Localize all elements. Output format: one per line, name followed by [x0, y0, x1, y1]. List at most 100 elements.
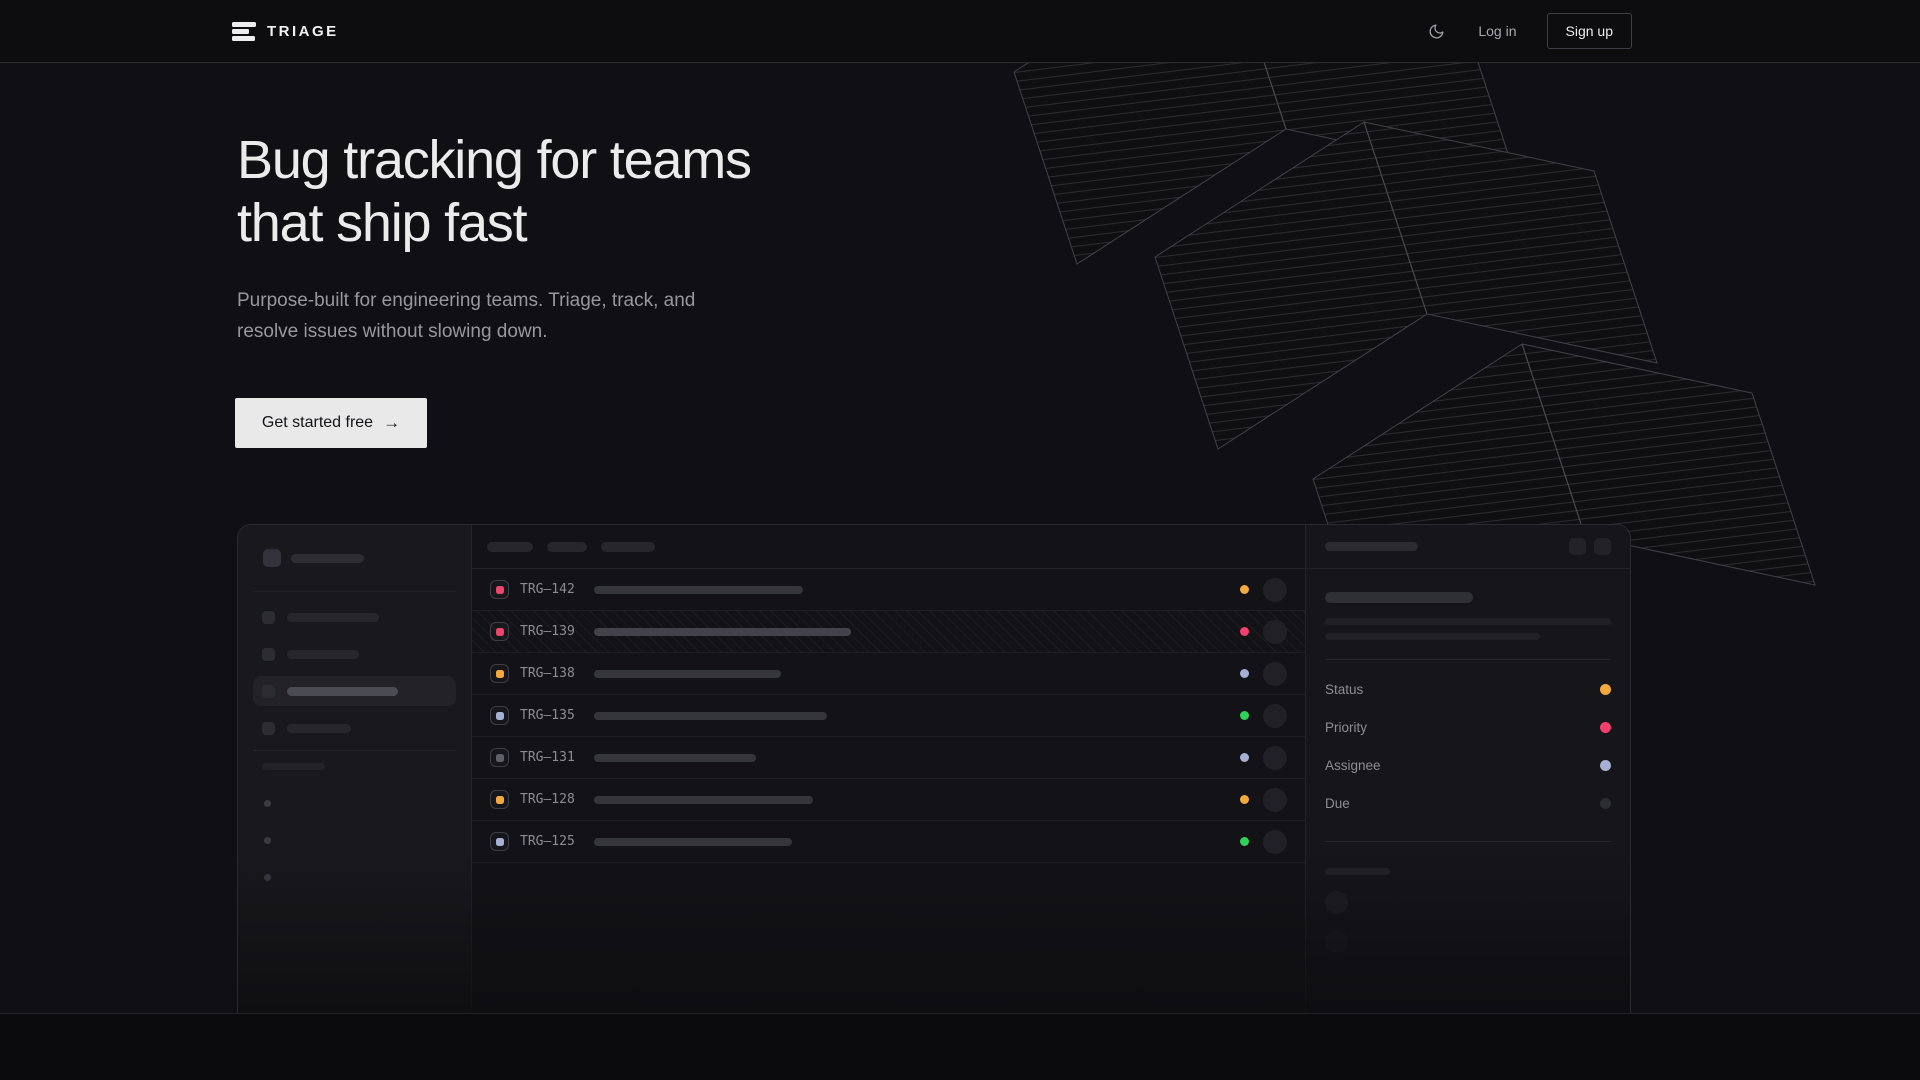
issue-row: TRG–139 [472, 611, 1305, 653]
status-dot [1240, 711, 1249, 720]
detail-fields: Status Priority Assignee Due [1325, 660, 1611, 822]
detail-action-button [1569, 538, 1586, 555]
issue-row: TRG–128 [472, 779, 1305, 821]
avatar [1263, 703, 1287, 728]
mockup-detail-body: Status Priority Assignee Due [1306, 569, 1630, 953]
issue-type-icon [490, 622, 509, 641]
skeleton-bar [1325, 633, 1540, 640]
skeleton-title-bar [594, 711, 827, 720]
skeleton-bar [1325, 868, 1390, 875]
issue-id: TRG–131 [520, 750, 575, 765]
issue-type-icon [490, 580, 509, 599]
issue-id: TRG–125 [520, 834, 575, 849]
status-dot [1240, 585, 1249, 594]
detail-field-status: Status [1325, 670, 1611, 708]
sidebar-item-icon [262, 684, 275, 698]
hero-subtext: Purpose-built for engineering teams. Tri… [237, 285, 695, 347]
skeleton-title-bar [594, 627, 851, 636]
sidebar-item-2 [253, 639, 456, 669]
headline-line-2: that ship fast [237, 193, 528, 253]
avatar [1263, 787, 1287, 812]
top-nav: TRIAGE Log in Sign up [0, 0, 1920, 63]
issue-id: TRG–128 [520, 792, 575, 807]
skeleton-bar [287, 649, 359, 659]
divider [253, 591, 456, 592]
field-value-dot [1600, 759, 1611, 771]
skeleton-bar [287, 723, 351, 733]
skeleton-bar [287, 686, 398, 696]
status-dot [1240, 795, 1249, 804]
brand[interactable]: TRIAGE [232, 21, 339, 41]
detail-field-assignee: Assignee [1325, 746, 1611, 784]
field-value-dot [1600, 721, 1611, 733]
login-link[interactable]: Log in [1478, 23, 1517, 39]
issue-id: TRG–139 [520, 624, 575, 639]
issue-type-icon [490, 664, 509, 683]
headline-line-1: Bug tracking for teams [237, 130, 752, 190]
status-dot [1240, 627, 1249, 636]
detail-field-due: Due [1325, 784, 1611, 822]
subtext-line-1: Purpose-built for engineering teams. Tri… [237, 290, 696, 311]
avatar [1263, 661, 1287, 686]
status-dot [1240, 837, 1249, 846]
mockup-list-header [472, 525, 1305, 569]
status-dot [1240, 669, 1249, 678]
list-tab-skeleton-3 [601, 541, 655, 552]
mockup-sidebar [238, 525, 472, 1013]
skeleton-title-bar [594, 753, 756, 762]
issue-type-icon [490, 706, 509, 725]
skeleton-bar [1325, 542, 1418, 551]
issue-row: TRG–138 [472, 653, 1305, 695]
skeleton-title-bar [594, 669, 781, 678]
issue-id: TRG–138 [520, 666, 575, 681]
mockup-sidebar-nav [238, 592, 471, 743]
sidebar-item-icon [262, 647, 275, 661]
signup-button[interactable]: Sign up [1546, 13, 1632, 49]
divider [253, 750, 456, 751]
issue-row: TRG–142 [472, 569, 1305, 611]
skeleton-bar [287, 612, 379, 622]
avatar [1263, 577, 1287, 602]
skeleton-title-bar [594, 837, 792, 846]
subtext-line-2: resolve issues without slowing down. [237, 321, 548, 342]
mockup-issue-list: TRG–142 TRG–139 TRG–138 TRG–135 TRG–131 … [472, 525, 1305, 1013]
status-dot [1240, 753, 1249, 762]
detail-header-buttons [1569, 538, 1611, 555]
skeleton-title-bar [594, 795, 813, 804]
skeleton-section-label [262, 763, 325, 770]
sidebar-item-1 [253, 602, 456, 632]
issue-type-icon [490, 832, 509, 851]
sidebar-item-icon [262, 721, 275, 735]
divider [1325, 841, 1611, 842]
skeleton-title-bar [1325, 592, 1473, 603]
issue-id: TRG–135 [520, 708, 575, 723]
theme-toggle-button[interactable] [1424, 19, 1448, 43]
issue-row: TRG–125 [472, 821, 1305, 863]
triage-logo-icon [232, 21, 256, 41]
issue-type-icon [490, 790, 509, 809]
get-started-button[interactable]: Get started free → [235, 398, 427, 448]
sidebar-dot [264, 800, 271, 807]
skeleton-bar [291, 553, 364, 563]
field-label: Assignee [1325, 757, 1381, 773]
issue-row: TRG–135 [472, 695, 1305, 737]
field-label: Priority [1325, 719, 1368, 735]
workspace-avatar [263, 549, 281, 567]
detail-field-priority: Priority [1325, 708, 1611, 746]
sidebar-item-4 [253, 713, 456, 743]
field-label: Due [1325, 795, 1350, 811]
skeleton-title-bar [594, 585, 803, 594]
issue-id: TRG–142 [520, 582, 575, 597]
sidebar-item-icon [262, 610, 275, 624]
brand-name: TRIAGE [267, 22, 339, 40]
field-value-dot [1600, 797, 1611, 809]
avatar [1263, 829, 1287, 854]
moon-icon [1429, 23, 1444, 38]
page-footer [0, 1013, 1920, 1080]
sidebar-dot [264, 837, 271, 844]
list-tab-skeleton-2 [547, 541, 587, 552]
sidebar-item-3 [253, 676, 456, 706]
mockup-workspace-switcher [238, 525, 471, 591]
avatar [1325, 891, 1348, 914]
field-value-dot [1600, 683, 1611, 695]
